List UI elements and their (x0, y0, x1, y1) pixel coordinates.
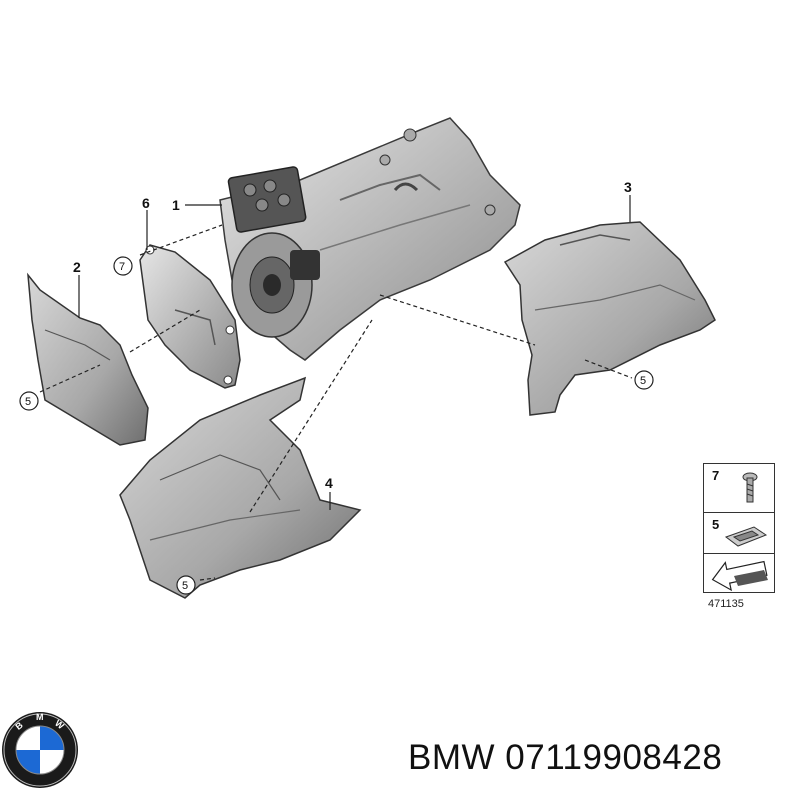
heat-shield-bottom (119, 376, 362, 599)
part-number-label: BMW 07119908428 (408, 738, 723, 777)
callout-2: 2 (73, 259, 81, 275)
legend-row-bolt: 7 (704, 464, 774, 513)
callout-3: 3 (624, 179, 632, 195)
svg-text:B: B (13, 720, 25, 732)
legend-number-7: 7 (712, 468, 720, 483)
heat-shield-right (503, 221, 716, 416)
diagram-code: 471135 (708, 598, 744, 610)
legend-number-5: 5 (712, 517, 720, 532)
leader-lines (78, 195, 631, 510)
circle-callout-5-bottom: 5 (176, 575, 196, 595)
legend-row-arrow (704, 554, 774, 592)
svg-text:M: M (36, 712, 44, 722)
electric-motor (219, 117, 521, 361)
legend-row-clip: 5 (704, 513, 774, 554)
bolt-icon (742, 472, 758, 503)
callout-1: 1 (172, 197, 180, 213)
bmw-roundel-logo: B M W (2, 712, 78, 788)
circle-callout-7: 7 (113, 256, 133, 276)
arrow-icon (711, 560, 768, 592)
svg-text:5: 5 (182, 580, 188, 592)
svg-text:7: 7 (119, 261, 125, 273)
svg-text:5: 5 (25, 396, 31, 408)
callout-6: 6 (142, 195, 150, 211)
callout-4: 4 (325, 475, 333, 491)
assembly-lines (39, 224, 633, 581)
heat-shield-left (27, 272, 149, 446)
clip-icon (724, 526, 768, 547)
legend-box: 7 5 (703, 463, 775, 593)
circle-callout-5-left: 5 (19, 391, 39, 411)
svg-text:5: 5 (640, 375, 646, 387)
cover-plate (139, 244, 241, 389)
circle-callout-5-right: 5 (634, 370, 654, 390)
